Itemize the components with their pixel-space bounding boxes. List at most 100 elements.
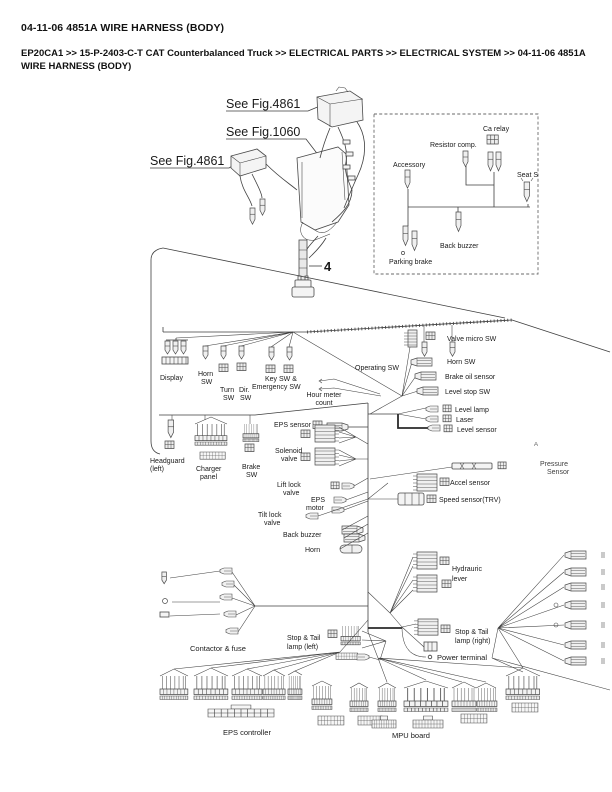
valve-micro-sw-connector	[403, 329, 418, 348]
label-back-buzzer: Back buzzer	[283, 532, 322, 539]
label-parking-brake: Parking brake	[389, 259, 432, 266]
harness-tube	[291, 239, 315, 298]
svg-text:motor: motor	[306, 505, 325, 512]
label-eps-controller: EPS controller	[223, 728, 271, 737]
label-eps-motor: EPS	[311, 497, 325, 504]
brake-sw-connector-group	[242, 423, 260, 452]
valve-micro-sw-icon	[425, 331, 436, 340]
label-hour-meter: Hour meter	[306, 392, 342, 399]
horn-connector	[339, 544, 363, 554]
label-laser: Laser	[456, 417, 474, 424]
bottom-right-bank	[505, 667, 541, 713]
operating-sw-connector-1	[421, 341, 428, 357]
component-box-top	[316, 86, 364, 128]
see-fig-1060-label: See Fig.1060	[226, 125, 300, 139]
eps-motor-connector-1	[333, 496, 347, 504]
label-power-terminal: Power terminal	[437, 653, 487, 662]
main-connector	[291, 275, 315, 298]
headguard-connector-group	[164, 419, 175, 449]
svg-text:lever: lever	[452, 576, 468, 583]
label-stop-tail-right: Stop & Tail	[455, 629, 489, 636]
level-lamp-connector	[425, 405, 439, 413]
dir-sw-connector	[238, 345, 245, 360]
label-speed-sensor: Speed sensor(TRV)	[439, 497, 501, 504]
label-ca-relay: Ca relay	[483, 126, 510, 133]
label-resistor-comp: Resistor comp.	[430, 142, 477, 149]
parking-brake-connector-icon	[401, 225, 418, 255]
level-sensor-icon	[443, 424, 453, 433]
svg-text:panel: panel	[200, 474, 218, 481]
seat-sw-connector-icon	[520, 177, 534, 203]
key-sw-connector-group	[265, 346, 294, 373]
label-valve-micro-sw: Valve micro SW	[447, 336, 497, 343]
accessory-connector-icon	[404, 169, 411, 189]
svg-text:Sensor: Sensor	[547, 469, 570, 476]
svg-text:valve: valve	[283, 490, 299, 497]
eps-controller-bank	[159, 667, 303, 718]
power-terminal-node	[427, 654, 433, 660]
callout-number: 4	[324, 259, 332, 274]
eps-controller-fan	[173, 619, 369, 672]
label-accessory: Accessory	[393, 162, 426, 169]
laser-icon	[442, 414, 452, 423]
harness-schematic: Display Horn SW Turn SW Dir. SW Key SW &…	[150, 318, 611, 740]
label-headguard: Headguard	[150, 458, 185, 465]
horn-sw-right-connector	[410, 357, 433, 367]
lift-lock-icon	[330, 481, 340, 490]
operating-sw-connector-2	[449, 341, 456, 357]
laser-connector	[425, 415, 439, 423]
stop-tail-right-connector-group	[413, 618, 451, 652]
page-title: 04-11-06 4851A WIRE HARNESS (BODY)	[21, 22, 225, 34]
top-rail	[162, 327, 307, 333]
mid-connector-bank	[311, 680, 383, 726]
level-stop-sw-connector	[416, 386, 439, 396]
mpu-board-bank	[371, 680, 498, 729]
label-stop-tail-left: Stop & Tail	[287, 635, 321, 642]
accel-sensor-connector	[412, 473, 438, 492]
relay-box-group: Ca relay Resistor comp. Accessory Seat S…	[373, 113, 539, 275]
svg-text:(left): (left)	[150, 466, 164, 473]
svg-text:lamp (left): lamp (left)	[287, 644, 318, 651]
contactor-fuse-connector-group	[159, 567, 368, 635]
label-back-buzzer-box: Back buzzer	[440, 243, 479, 250]
charger-panel-connector-group	[194, 416, 228, 460]
turn-sw-connector	[220, 345, 227, 360]
top-illustration: See Fig.4861 See Fig.1060 See Fig.4861	[150, 86, 506, 455]
svg-text:SW: SW	[223, 395, 235, 402]
label-level-stop-sw: Level stop SW	[445, 389, 491, 396]
label-accel-sensor: Accel sensor	[450, 480, 491, 487]
label-lift-lock: Lift lock	[277, 482, 301, 489]
label-brake-oil-sensor: Brake oil sensor	[445, 374, 496, 381]
diagonal-leader-line	[162, 247, 506, 319]
accel-sensor-icon	[439, 477, 450, 486]
label-brake-sw: Brake	[242, 464, 260, 471]
label-key-sw: Key SW &	[265, 376, 297, 383]
level-sensor-connector	[427, 424, 441, 432]
label-horn-sw-right: Horn SW	[447, 359, 476, 366]
dir-sw-icon	[236, 362, 247, 371]
ca-relay-icon	[486, 134, 502, 172]
turn-sw-icon	[218, 363, 229, 372]
svg-text:valve: valve	[281, 456, 297, 463]
right-edge-connector-column	[497, 550, 605, 666]
label-level-lamp: Level lamp	[455, 407, 489, 414]
svg-text:SW: SW	[246, 472, 258, 479]
label-eps-sensor: EPS sensor	[274, 422, 312, 429]
speed-sensor-connector	[397, 492, 437, 506]
hatched-rail	[306, 318, 513, 334]
bracket-housing	[296, 146, 350, 241]
left-leader-line	[150, 247, 164, 455]
display-connector-group	[161, 340, 189, 365]
mpu-board-fan	[367, 627, 524, 683]
stop-tail-left-connector-group	[327, 625, 387, 661]
edge-fragment-a: A	[534, 442, 538, 448]
svg-text:SW: SW	[240, 395, 252, 402]
label-horn-sw-left: Horn	[198, 371, 213, 378]
label-hydraulic-lever: Hydrauric	[452, 566, 482, 573]
label-operating-sw: Operating SW	[355, 365, 399, 372]
svg-text:count: count	[315, 400, 332, 407]
tilt-lock-connector	[305, 512, 319, 520]
label-pressure-sensor: Pressure	[540, 461, 568, 468]
